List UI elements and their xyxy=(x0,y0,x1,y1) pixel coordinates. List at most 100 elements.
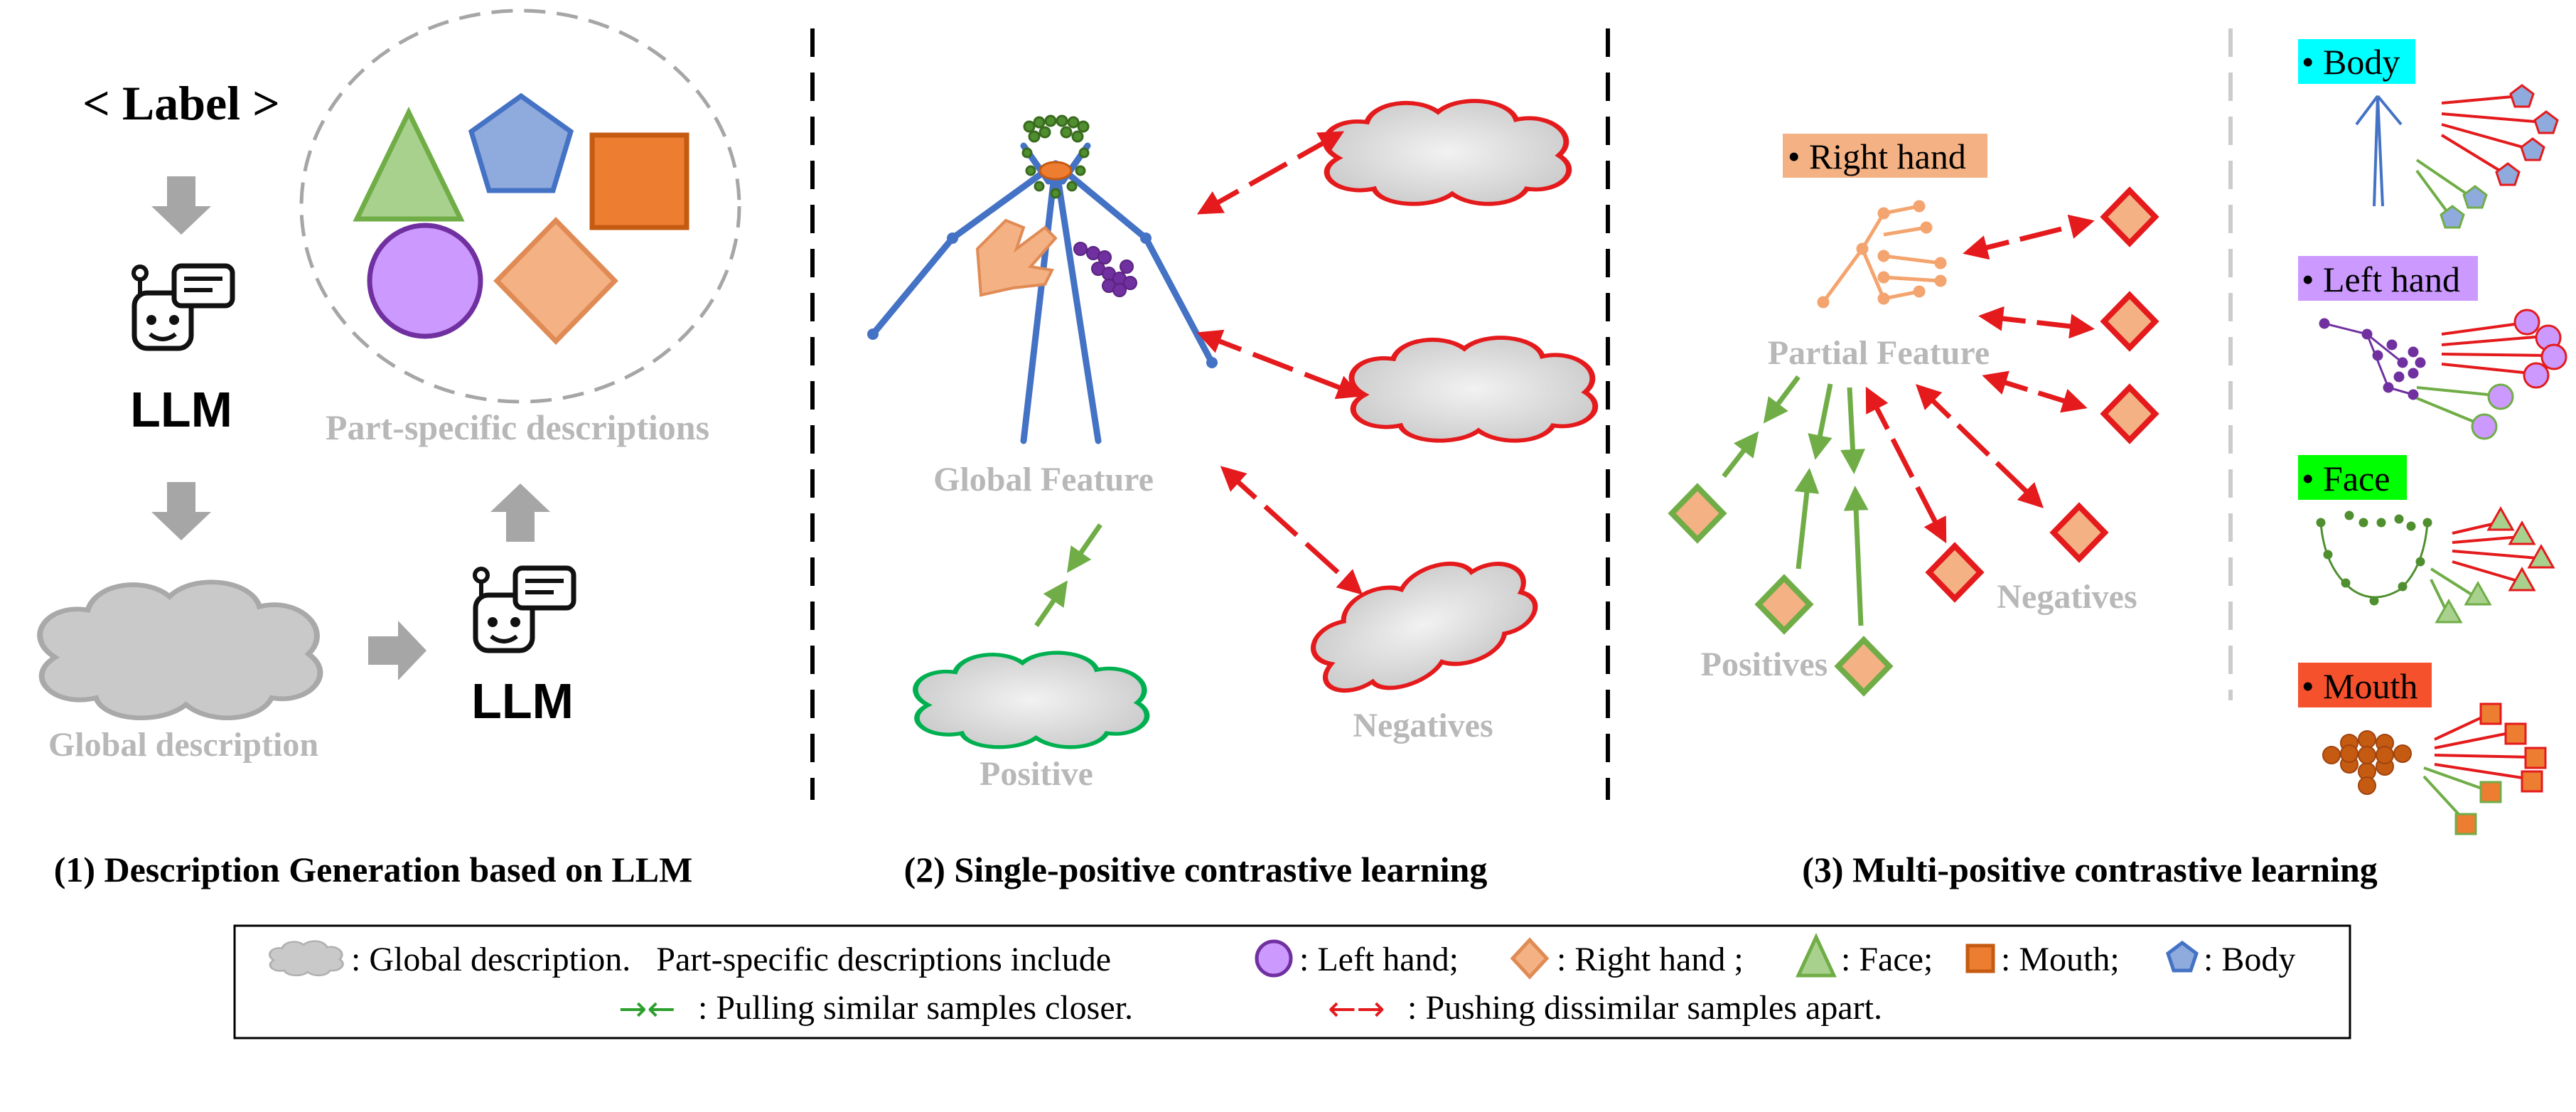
negative-cloud xyxy=(1351,338,1595,441)
push-arrow xyxy=(1978,306,2095,339)
triangle-icon xyxy=(353,107,465,222)
pentagon-icon xyxy=(2166,940,2199,973)
panel1-caption: (1) Description Generation based on LLM xyxy=(54,850,693,889)
body-tag-bg xyxy=(2298,39,2415,84)
pull-arrow xyxy=(1722,431,1759,479)
negative-diamond xyxy=(2100,383,2159,444)
pentagon-icon xyxy=(468,92,574,193)
positive-diamond xyxy=(1834,636,1894,697)
pull-arrow xyxy=(1067,523,1102,573)
global-skeleton-icon xyxy=(869,142,1215,444)
negative-diamond xyxy=(2100,186,2159,247)
legend-pull-text: : Pulling similar samples closer. xyxy=(698,989,1133,1027)
panel-single-positive: Global Feature Positive Negatives (2) Si… xyxy=(867,101,1595,889)
square-icon xyxy=(2479,702,2502,725)
triangle-icon xyxy=(1796,933,1837,978)
push-arrow xyxy=(1220,466,1363,595)
panel-multi-positive: • Right hand Partial Feature xyxy=(1668,134,2378,889)
negatives-label: Negatives xyxy=(1353,707,1493,744)
llm-label-top: LLM xyxy=(130,382,232,437)
robot-icon xyxy=(132,263,235,351)
right-arrow-icon xyxy=(368,621,426,680)
mouth-tag-bg xyxy=(2298,663,2432,707)
push-arrow xyxy=(1196,131,1345,215)
pentagon-icon xyxy=(2509,84,2535,108)
panel-description-generation: < Label > LLM Global description xyxy=(40,9,741,889)
square-icon xyxy=(2479,781,2502,803)
legend-box xyxy=(233,924,2351,1039)
legend-face: : Face; xyxy=(1841,941,1933,978)
mouth-tag: • Mouth xyxy=(2302,666,2417,706)
down-arrow-icon xyxy=(151,482,211,540)
push-arrow xyxy=(1915,384,2044,508)
positive-diamond xyxy=(1754,574,1814,635)
positive-diamond xyxy=(1668,483,1727,544)
diamond-icon xyxy=(493,216,618,346)
push-arrow xyxy=(1196,329,1363,400)
pull-arrow xyxy=(1808,383,1833,460)
global-description-cloud xyxy=(40,582,320,718)
right-hand-tag-bg xyxy=(1783,134,1987,178)
left-hand-tag: • Left hand xyxy=(2302,260,2460,299)
square-icon xyxy=(2454,813,2477,835)
down-arrow-icon xyxy=(151,176,211,235)
pull-arrow xyxy=(1794,468,1820,570)
square-icon xyxy=(1965,943,1995,973)
circle-icon xyxy=(1255,939,1293,978)
negative-cloud xyxy=(1300,538,1546,712)
pull-arrow xyxy=(1034,580,1068,627)
body-tag: • Body xyxy=(2302,42,2400,82)
face-skeleton-icon xyxy=(2316,510,2432,606)
circle-icon xyxy=(367,223,483,339)
panel3-caption: (3) Multi-positive contrastive learning xyxy=(1802,850,2378,889)
side-part-column: • Body • Left hand xyxy=(2298,39,2567,835)
square-icon xyxy=(2524,747,2547,769)
triangle-icon xyxy=(2464,580,2492,606)
circle-icon xyxy=(2513,309,2540,336)
push-arrow xyxy=(1865,386,1947,544)
push-arrow xyxy=(1982,370,2088,413)
circle-icon xyxy=(2471,413,2498,440)
negative-cloud xyxy=(1325,101,1569,204)
part-shapes-ellipse xyxy=(299,9,741,404)
legend-pull-symbol: →← xyxy=(618,989,675,1029)
negative-diamond xyxy=(1925,542,1985,603)
triangle-icon xyxy=(2435,598,2463,624)
left-hand-skeleton-icon xyxy=(2319,318,2426,400)
square-icon xyxy=(2504,722,2527,745)
square-icon xyxy=(589,132,689,230)
left-hand-icon xyxy=(1073,242,1137,297)
pentagon-icon xyxy=(2520,137,2545,161)
legend-global-description: : Global description. Part-specific desc… xyxy=(351,941,1111,978)
pentagon-icon xyxy=(2440,205,2465,229)
legend-push-text: : Pushing dissimilar samples apart. xyxy=(1407,989,1882,1027)
positive-cloud xyxy=(916,653,1147,747)
panel2-caption: (2) Single-positive contrastive learning xyxy=(904,850,1488,889)
right-hand-tag: • Right hand xyxy=(1788,137,1966,176)
negative-diamond xyxy=(2049,502,2109,563)
triangle-icon xyxy=(2508,520,2536,545)
positives-label: Positives xyxy=(1701,646,1828,683)
legend-body: : Body xyxy=(2204,941,2295,978)
label-text: < Label > xyxy=(82,76,280,130)
mouth-skeleton-icon xyxy=(2322,730,2412,795)
triangle-icon xyxy=(2508,566,2536,592)
circle-icon xyxy=(2540,343,2567,370)
positive-label: Positive xyxy=(980,755,1093,793)
circle-icon xyxy=(2523,362,2550,389)
negatives-label: Negatives xyxy=(1997,578,2137,616)
pull-arrow xyxy=(1843,486,1869,626)
pull-arrow xyxy=(1840,387,1866,474)
face-tag-bg xyxy=(2298,455,2407,500)
legend-push-symbol: ←→ xyxy=(1328,989,1385,1029)
circle-icon xyxy=(2487,383,2514,410)
partial-feature-label: Partial Feature xyxy=(1768,334,1990,372)
left-hand-tag-bg xyxy=(2298,256,2478,301)
global-description-label: Global description xyxy=(48,726,318,764)
right-hand-skeleton-icon xyxy=(1817,200,1947,309)
legend-right-hand: : Right hand ; xyxy=(1557,941,1744,978)
pentagon-icon xyxy=(2462,185,2488,209)
llm-label-bottom: LLM xyxy=(471,673,574,729)
legend: : Global description. Part-specific desc… xyxy=(233,924,2351,1039)
